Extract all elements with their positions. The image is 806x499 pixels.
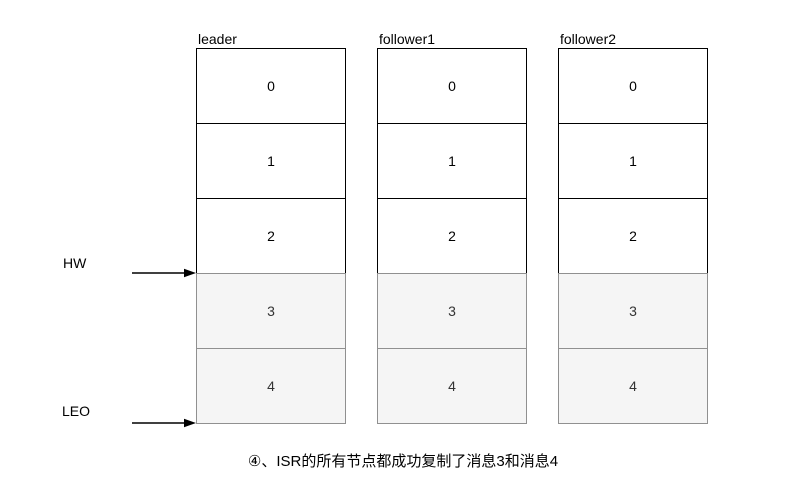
log-offset: 2: [267, 228, 275, 244]
log-cell: 4: [558, 348, 708, 424]
hw-label: HW: [63, 255, 87, 271]
log-cell: 1: [377, 123, 527, 199]
log-offset: 4: [267, 378, 275, 394]
leo-arrow-right-icon: [132, 418, 196, 428]
log-offset: 0: [629, 78, 637, 94]
log-offset: 4: [629, 378, 637, 394]
log-offset: 4: [448, 378, 456, 394]
log-offset: 0: [267, 78, 275, 94]
column-label-follower1: follower1: [379, 31, 436, 47]
column-label-leader: leader: [198, 31, 237, 47]
log-offset: 3: [267, 303, 275, 319]
log-offset: 1: [448, 153, 456, 169]
log-offset: 1: [267, 153, 275, 169]
log-cell: 2: [558, 198, 708, 274]
log-offset: 1: [629, 153, 637, 169]
log-offset: 3: [629, 303, 637, 319]
diagram-caption: ④、ISR的所有节点都成功复制了消息3和消息4: [247, 453, 559, 470]
log-cell: 1: [558, 123, 708, 199]
log-cell: 2: [196, 198, 346, 274]
log-offset: 3: [448, 303, 456, 319]
log-cell: 0: [377, 48, 527, 124]
log-stack-leader: 0 1 2 3 4: [196, 48, 346, 424]
log-cell: 3: [377, 273, 527, 349]
log-cell: 1: [196, 123, 346, 199]
leo-label: LEO: [62, 403, 91, 419]
log-stack-follower2: 0 1 2 3 4: [558, 48, 708, 424]
log-cell: 3: [558, 273, 708, 349]
log-cell: 0: [558, 48, 708, 124]
log-offset: 0: [448, 78, 456, 94]
log-offset: 2: [448, 228, 456, 244]
log-cell: 0: [196, 48, 346, 124]
log-cell: 4: [377, 348, 527, 424]
hw-arrow-right-icon: [132, 268, 196, 278]
log-cell: 3: [196, 273, 346, 349]
column-label-follower2: follower2: [560, 31, 617, 47]
log-offset: 2: [629, 228, 637, 244]
log-cell: 2: [377, 198, 527, 274]
log-cell: 4: [196, 348, 346, 424]
log-stack-follower1: 0 1 2 3 4: [377, 48, 527, 424]
